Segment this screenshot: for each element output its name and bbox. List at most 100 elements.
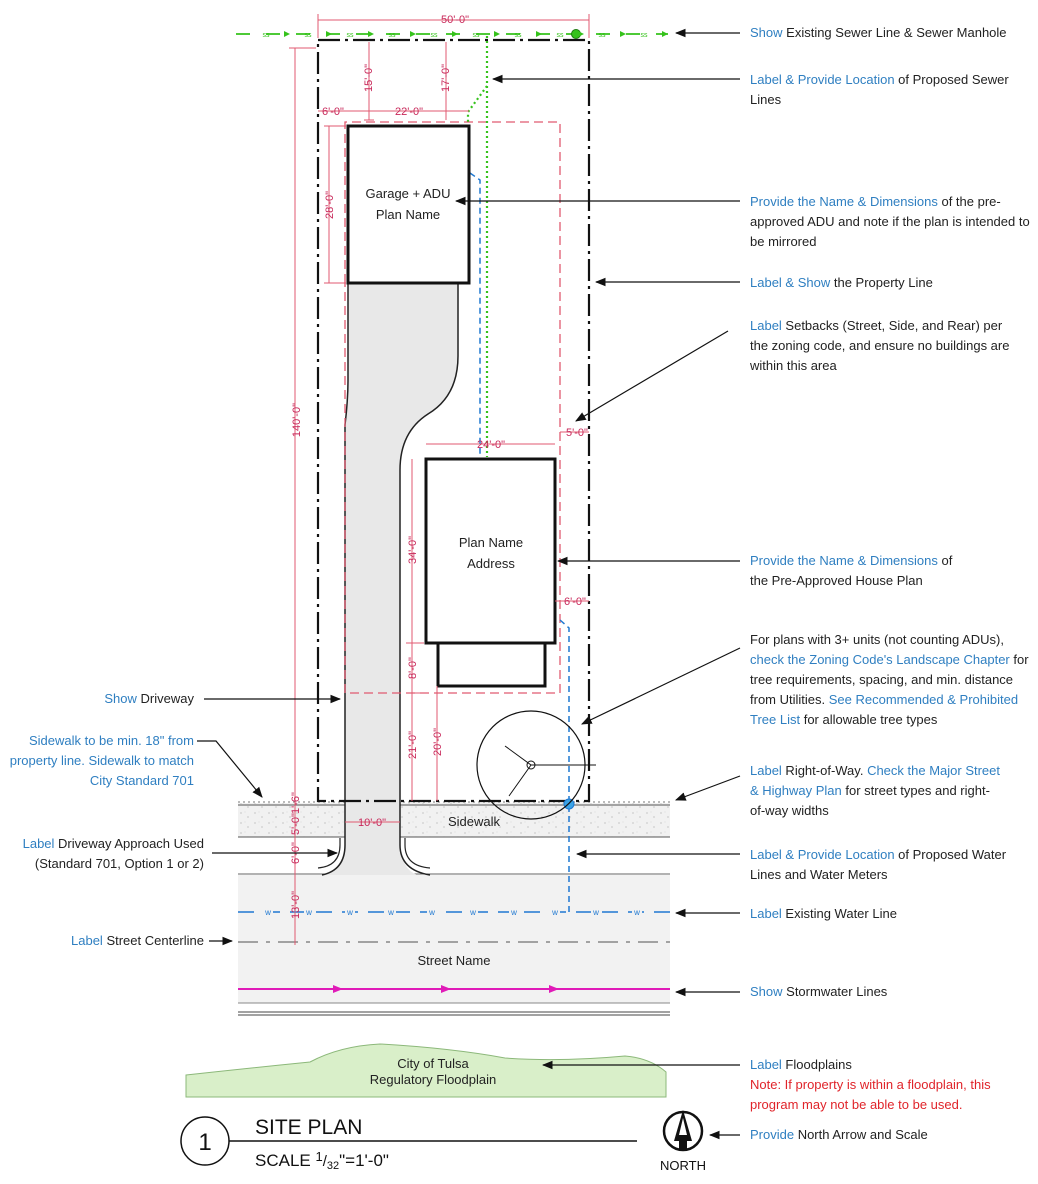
water-mark-bg <box>509 907 519 917</box>
site-plan-title: SITE PLAN <box>255 1116 362 1139</box>
svg-text:140'-0": 140'-0" <box>291 403 303 437</box>
annotation-trees: For plans with 3+ units (not counting AD… <box>750 632 1029 727</box>
sewer-mark: ss <box>305 32 313 39</box>
svg-text:28'-0": 28'-0" <box>324 191 336 219</box>
annotation-driveway: Show Driveway <box>104 691 194 706</box>
sewer-mark: ss <box>263 32 271 39</box>
storm-flow-arrow <box>333 985 343 993</box>
annotation-stormwater: Show Stormwater Lines <box>750 984 888 999</box>
drawing-number: 1 <box>198 1129 211 1156</box>
svg-text:13'-0": 13'-0" <box>290 891 302 919</box>
sewer-flow-arrow <box>494 31 500 37</box>
street-name-label: Street Name <box>418 953 491 968</box>
water-mark: w <box>387 908 394 917</box>
water-mark-bg <box>386 907 396 917</box>
svg-text:10'-0": 10'-0" <box>358 817 386 829</box>
dimension-lines <box>289 14 590 945</box>
annotation-water-existing: Label Existing Water Line <box>750 906 897 921</box>
svg-text:34'-0": 34'-0" <box>407 536 419 564</box>
annotation-north-arrow: Provide North Arrow and Scale <box>750 1127 928 1142</box>
svg-text:21'-0": 21'-0" <box>407 731 419 759</box>
sewer-flow-arrow <box>284 31 290 37</box>
annotation-adu: Provide the Name & Dimensions of the pre… <box>750 194 1030 249</box>
water-mark-bg <box>468 907 478 917</box>
annotation-setbacks: Label Setbacks (Street, Side, and Rear) … <box>750 318 1010 373</box>
svg-text:5'-0": 5'-0" <box>566 427 588 439</box>
water-mark-bg <box>304 907 314 917</box>
annotation-right-of-way: Label Right-of-Way. Check the Major Stre… <box>750 763 1001 818</box>
svg-text:6'-0": 6'-0" <box>564 596 586 608</box>
scale-label: SCALE 1/32"=1'-0" <box>255 1149 389 1172</box>
street-area <box>238 801 670 1016</box>
adu-plan-name: Plan Name <box>376 207 440 222</box>
svg-text:15'-0": 15'-0" <box>363 64 375 92</box>
svg-text:17'-0": 17'-0" <box>440 64 452 92</box>
water-mark: w <box>264 908 271 917</box>
dimension-text: 50'-0" 140'-0" 15'-0" 17'-0" 6'-0" 22'-0… <box>290 14 588 919</box>
sewer-mark: ss <box>347 32 355 39</box>
tree-symbol <box>476 710 596 820</box>
water-mark-bg <box>591 907 601 917</box>
svg-text:50'-0": 50'-0" <box>441 14 469 26</box>
storm-flow-arrow <box>549 985 559 993</box>
proposed-water-lines <box>469 172 570 912</box>
annotation-centerline: Label Street Centerline <box>71 933 204 948</box>
sewer-flow-arrow <box>578 31 584 37</box>
svg-text:8'-0": 8'-0" <box>407 657 419 679</box>
water-mark: w <box>592 908 599 917</box>
adu-building <box>346 124 471 285</box>
north-label: NORTH <box>660 1158 706 1173</box>
sidewalk-label: Sidewalk <box>448 814 501 829</box>
annotation-sewer-proposed: Label & Provide Location of Proposed Sew… <box>750 72 1009 107</box>
water-mark: w <box>633 908 640 917</box>
water-mark-bg <box>550 907 560 917</box>
adu-name: Garage + ADU <box>366 186 451 201</box>
sewer-flow-arrow <box>620 31 626 37</box>
sewer-mark: ss <box>641 32 649 39</box>
sewer-mark: ss <box>473 32 481 39</box>
water-mark: w <box>510 908 517 917</box>
title-block: 1 SITE PLAN SCALE 1/32"=1'-0" NORTH <box>180 1110 706 1173</box>
annotation-sewer-existing: Show Existing Sewer Line & Sewer Manhole <box>750 25 1007 40</box>
floodplain-label-2: Regulatory Floodplain <box>370 1072 496 1087</box>
svg-text:22'-0": 22'-0" <box>395 106 423 118</box>
sewer-mark: ss <box>557 32 565 39</box>
floodplain-label-1: City of Tulsa <box>397 1056 469 1071</box>
water-mark-bg <box>632 907 642 917</box>
water-mark: w <box>346 908 353 917</box>
annotation-driveway-approach: Label Driveway Approach Used(Standard 70… <box>22 836 204 871</box>
house-building <box>424 457 557 645</box>
svg-text:6'-0": 6'-0" <box>322 106 344 118</box>
sewer-flow-arrow <box>452 31 458 37</box>
water-mark-bg <box>427 907 437 917</box>
driveway <box>322 283 458 875</box>
sewer-flow-arrow <box>326 31 332 37</box>
annotation-sidewalk: Sidewalk to be min. 18" from property li… <box>9 733 194 788</box>
floodplain-note: Note: If property is within a floodplain… <box>750 1077 991 1112</box>
house-plan-name: Plan Name <box>459 535 523 550</box>
floodplain-area <box>185 1043 667 1098</box>
proposed-sewer-line <box>466 36 489 125</box>
svg-text:20'-0": 20'-0" <box>432 728 444 756</box>
sewer-flow-arrow <box>536 31 542 37</box>
stormwater-arrows <box>333 985 559 993</box>
water-mark: w <box>551 908 558 917</box>
storm-flow-arrow <box>441 985 451 993</box>
property-line <box>316 38 591 803</box>
sewer-flow-arrow <box>368 31 374 37</box>
setback-lines <box>344 121 561 694</box>
north-arrow-icon <box>662 1110 704 1152</box>
water-mark-bg <box>263 907 273 917</box>
annotation-house-plan: Provide the Name & Dimensions of the Pre… <box>750 553 953 588</box>
annotation-water-proposed: Label & Provide Location of Proposed Wat… <box>750 847 1007 882</box>
sewer-mark: ss <box>599 32 607 39</box>
sewer-mark: ss <box>431 32 439 39</box>
house-address: Address <box>467 556 515 571</box>
leader-arrows <box>197 28 741 1140</box>
annotation-property-line: Label & Show the Property Line <box>750 275 933 290</box>
sewer-mark: ss <box>389 32 397 39</box>
